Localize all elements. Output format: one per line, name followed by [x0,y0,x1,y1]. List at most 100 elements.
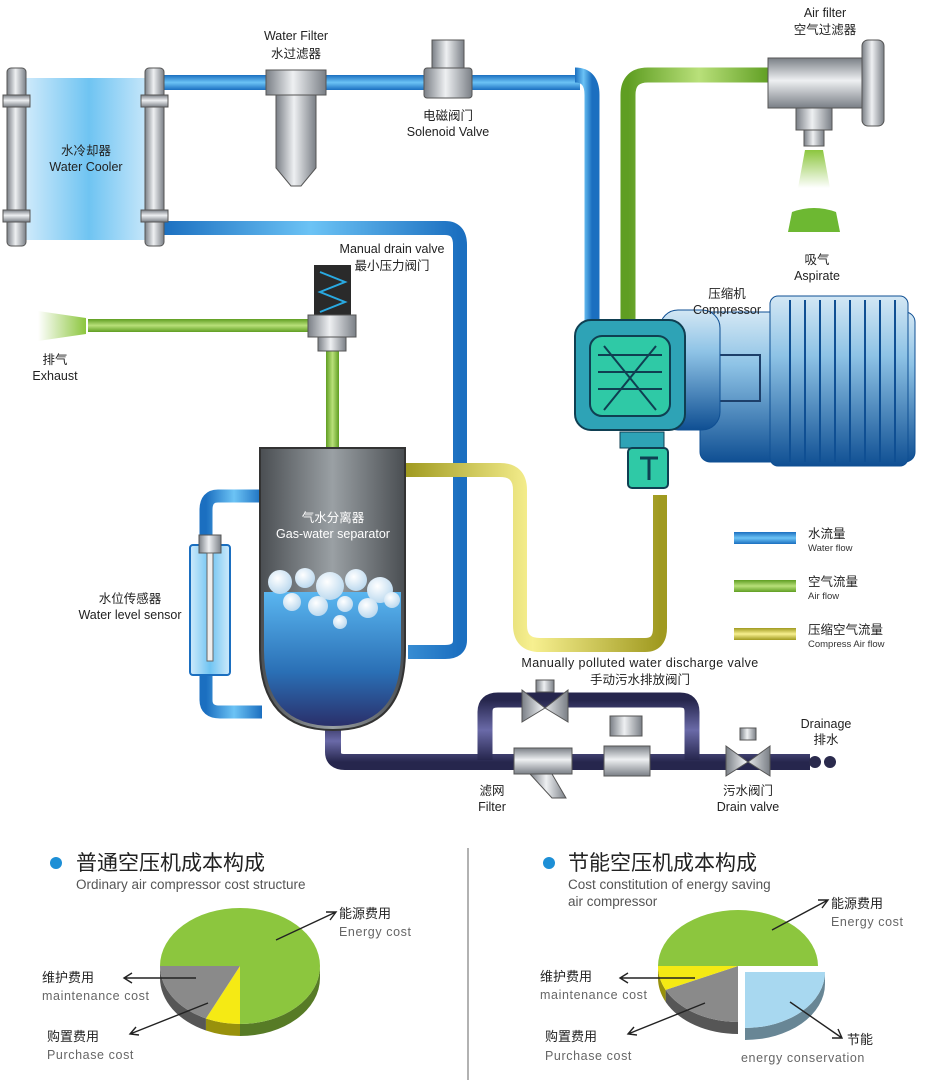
air-filter-label-en: Air filter [804,6,846,20]
legend-compress-en: Compress Air flow [808,639,885,650]
chart1-arrow-maint [122,972,196,984]
pie-slice-maintenance-cost [205,966,240,1024]
chart2-label-energy-cn: 能源费用 [831,897,883,912]
compressed-air-pipe [405,463,667,652]
compressor-label-en: Compressor [693,303,761,317]
chart2-label-saving-en: energy conservation [741,1051,865,1065]
drainage-label-cn: 排水 [813,732,839,747]
air-filter [767,39,885,232]
chart1-label-purchase-en: Purchase cost [47,1048,134,1062]
polluted-valve-label-en: Manually polluted water discharge valve [521,656,758,670]
gas-water-separator [259,447,406,732]
pie-slice-maintenance-cost [658,966,738,990]
water-level-sensor [189,534,231,676]
inline-meter [603,715,651,777]
drainage-label-en: Drainage [801,717,852,731]
chart2-label-maint-en: maintenance cost [540,988,648,1002]
filter-label-cn: 滤网 [479,783,504,798]
sensor-label-en: Water level sensor [78,608,181,622]
manual-drain-valve-label-en: Manual drain valve [340,242,445,256]
separator-label-cn: 气水分离器 [302,510,365,525]
chart1-pie [160,908,320,1036]
compressor-motor [659,295,916,467]
chart2-title-bullet [543,857,555,869]
chart1-title: 普通空压机成本构成 [76,851,265,875]
legend-compress-cn: 压缩空气流量 [808,622,883,637]
sensor-label-cn: 水位传感器 [99,591,162,606]
exhaust-jet [38,311,86,341]
legend-water-cn: 水流量 [808,526,846,541]
water-pipe-return [162,221,467,659]
water-cooler-label-en: Water Cooler [49,160,122,174]
chart1-label-energy-en: Energy cost [339,925,412,939]
legend-air-cn: 空气流量 [808,574,858,589]
water-filter-label-cn: 水过滤器 [271,46,322,61]
solenoid-valve [423,39,473,99]
legend-air-swatch [734,580,796,592]
water-filter [265,69,327,187]
legend-air-en: Air flow [808,591,839,602]
manual-discharge-valve [521,679,569,723]
pie-slice-energy-cost [658,910,818,966]
pie-side-maintenance-cost [205,1018,240,1036]
pie-side-maintenance-cost [658,966,666,1002]
water-filter-label-en: Water Filter [264,29,328,43]
manual-drain-valve [307,265,357,352]
legend: 水流量 Water flow 空气流量 Air flow 压缩空气流量 Comp… [734,526,885,650]
filter-label-en: Filter [478,800,506,814]
separator-label-en: Gas-water separator [276,527,390,541]
chart2-label-purchase-cn: 购置费用 [545,1029,597,1045]
compressor-label-cn: 压缩机 [708,286,746,301]
drain-bypass-pipe [477,692,700,760]
chart2-label-purchase-en: Purchase cost [545,1049,632,1063]
exhaust-pipe [88,319,310,332]
chart2-arrow-energy [771,899,830,931]
exhaust-label-en: Exhaust [32,369,78,383]
chart1-subtitle: Ordinary air compressor cost structure [76,877,306,892]
chart2-subtitle-line1: Cost constitution of energy saving [568,877,771,892]
pie-slice-energy-conservation [745,972,825,1028]
water-cooler-label-cn: 水冷却器 [61,143,112,158]
aspirate-label-en: Aspirate [794,269,840,283]
separator-air-pipe [326,350,339,448]
pie-slice-purchase-cost [160,966,240,1019]
chart2-arrow-saving [789,1001,844,1039]
solenoid-valve-label-en: Solenoid Valve [407,125,490,139]
chart1-arrow-purchase [128,1002,209,1036]
pie-side-purchase-cost [160,966,206,1031]
chart1-label-maint-en: maintenance cost [42,989,150,1003]
water-pipe-to-compressor [574,67,600,330]
pie-side-energy-cost [240,966,320,1036]
manual-drain-valve-label-cn: 最小压力阀门 [354,258,429,273]
chart2-arrow-purchase [626,1002,706,1036]
chart2-label-maint-cn: 维护费用 [540,970,592,985]
water-pipe-top [162,75,580,90]
chart1-label-maint-cn: 维护费用 [42,971,94,986]
bubbles [268,568,400,629]
pie-side-purchase-cost [665,989,738,1034]
chart2-arrow-maint [618,972,695,984]
air-pipe-intake [620,67,770,330]
pie-slice-purchase-cost [665,966,738,1022]
chart1-label-energy-cn: 能源费用 [339,907,391,922]
air-filter-label-cn: 空气过滤器 [794,22,857,37]
drain-pipe [325,720,810,770]
legend-water-en: Water flow [808,543,853,554]
drain-drop-2 [824,756,836,768]
chart2-pie [658,910,825,1040]
legend-water-swatch [734,532,796,544]
drain-valve-label-en: Drain valve [717,800,780,814]
chart2-label-saving-cn: 节能 [847,1033,873,1048]
chart1-arrow-energy [275,911,338,941]
legend-compress-swatch [734,628,796,640]
chart1-arrows [122,911,338,1036]
compressor [574,319,686,489]
strainer-filter [513,747,573,799]
chart2-title: 节能空压机成本构成 [568,851,757,875]
water-cooler [2,67,169,247]
drain-valve-label-cn: 污水阀门 [723,783,773,798]
pie-side-energy-conservation [745,972,825,1040]
polluted-valve-label-cn: 手动污水排放阀门 [590,672,690,687]
chart2-subtitle-line2: air compressor [568,894,658,909]
exhaust-label-cn: 排气 [42,352,68,367]
